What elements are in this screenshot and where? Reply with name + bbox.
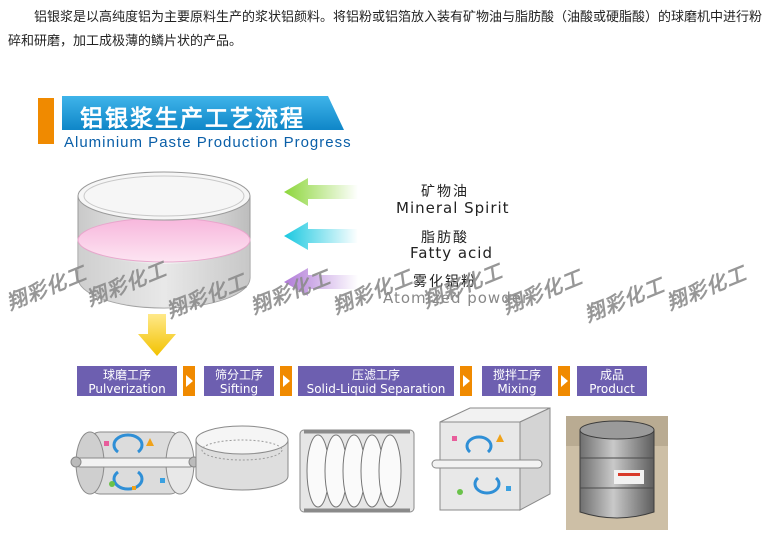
step-arrow-icon — [280, 366, 292, 396]
step-product: 成品 Product — [577, 366, 647, 396]
step-arrow-icon — [460, 366, 472, 396]
arrow-mineral-spirit — [284, 178, 358, 206]
step-label-en: Sifting — [219, 382, 259, 396]
input-label-en-mineral: Mineral Spirit — [396, 199, 510, 217]
filter-press-icon — [299, 429, 415, 513]
step-label-cn: 成品 — [599, 368, 624, 382]
step-label-en: Pulverization — [88, 382, 166, 396]
step-label-cn: 球磨工序 — [102, 368, 151, 382]
page-subtitle: Aluminium Paste Production Progress — [64, 134, 352, 151]
step-mixing: 搅拌工序 Mixing — [482, 366, 552, 396]
product-bucket-image — [566, 416, 668, 530]
sieve-icon — [195, 425, 289, 491]
step-label-cn: 搅拌工序 — [492, 368, 541, 382]
mixer-icon — [431, 407, 551, 511]
title-accent-bar — [38, 98, 54, 144]
arrow-atomized-powder — [284, 268, 358, 296]
title-banner — [62, 96, 344, 130]
step-arrow-icon — [183, 366, 195, 396]
ball-mill-icon — [70, 431, 200, 495]
mixing-tank — [77, 171, 251, 309]
step-label-en: Mixing — [497, 382, 537, 396]
step-label-en: Solid-Liquid Separation — [306, 382, 446, 396]
page-title: 铝银浆生产工艺流程 — [80, 106, 305, 132]
down-arrow — [138, 314, 176, 356]
step-sifting: 筛分工序 Sifting — [204, 366, 274, 396]
input-label-cn-powder: 雾化铝粉 — [413, 274, 477, 290]
arrow-fatty-acid — [284, 222, 358, 250]
input-label-cn-mineral: 矿物油 — [421, 184, 469, 200]
intro-paragraph: 铝银浆是以高纯度铝为主要原料生产的浆状铝颜料。将铝粉或铝箔放入装有矿物油与脂肪酸… — [8, 10, 763, 49]
input-label-en-fatty: Fatty acid — [410, 244, 493, 262]
step-separation: 压滤工序 Solid-Liquid Separation — [298, 366, 454, 396]
step-pulverization: 球磨工序 Pulverization — [77, 366, 177, 396]
step-label-cn: 筛分工序 — [214, 368, 263, 382]
step-label-cn: 压滤工序 — [351, 368, 400, 382]
step-arrow-icon — [558, 366, 570, 396]
input-label-cn-fatty: 脂肪酸 — [421, 230, 469, 246]
step-label-en: Product — [589, 382, 635, 396]
input-label-en-powder: Atomized powder — [383, 289, 530, 307]
